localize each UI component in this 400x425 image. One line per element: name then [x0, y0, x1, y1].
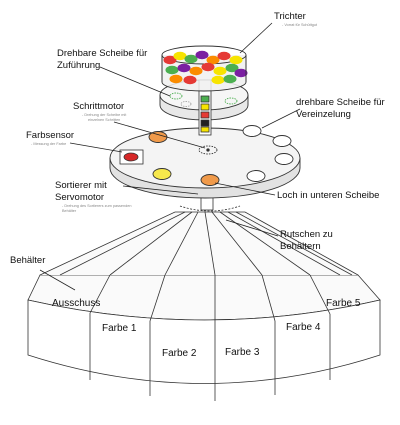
label-zufuehrung-1: Drehbare Scheibe für	[57, 48, 148, 59]
bins-group	[27, 274, 381, 401]
note-sortierer-1: - Drehung des Sortierers zum passenden	[62, 204, 132, 208]
color-sensor	[119, 149, 144, 165]
bins-front-face	[27, 299, 381, 384]
upper-disk-slot	[224, 97, 238, 105]
hopper-candy	[165, 65, 179, 75]
hole-empty	[242, 125, 262, 137]
tube-candy	[200, 119, 210, 127]
hopper-candy	[184, 54, 198, 64]
hopper-candies	[163, 50, 248, 85]
tube-candy	[200, 111, 210, 119]
hopper-candy	[213, 66, 227, 76]
stepper-motor-shaft	[198, 145, 218, 155]
leader-lines	[39, 22, 301, 291]
leader-trichter	[239, 22, 273, 54]
chutes-group	[39, 211, 359, 276]
hole-empty	[272, 135, 292, 147]
hopper-candy	[225, 63, 239, 73]
hole-empty	[274, 153, 294, 165]
hole-orange-front	[200, 174, 220, 186]
hopper-candy	[163, 55, 177, 65]
note-sortierer-2: Behälter	[62, 209, 77, 213]
note-trichter: - Vorrat für Schüttgut	[282, 23, 318, 27]
label-sortierer-2: Servomotor	[55, 192, 105, 203]
label-sortierer-1: Sortierer mit	[55, 180, 107, 191]
label-vereinzelung-2: Vereinzelung	[296, 109, 351, 120]
sorter-rotation-arrow	[179, 205, 241, 212]
bin-top-divider	[309, 274, 331, 315]
hopper-candy	[173, 51, 187, 61]
shaft-center	[206, 148, 210, 152]
hopper-candy	[169, 74, 183, 84]
color-sensor-red-dot	[123, 152, 139, 162]
lower-disk	[109, 125, 301, 199]
label-zufuehrung-2: Zuführung	[57, 60, 101, 71]
chute-line	[164, 211, 199, 276]
hopper-candy	[217, 51, 231, 61]
hopper-candy	[177, 63, 191, 73]
hopper-candy	[183, 75, 197, 85]
label-rutschen-2: Behältern	[280, 241, 321, 252]
hopper-candy	[223, 74, 237, 84]
chute-line	[227, 211, 341, 276]
bin-top-divider	[89, 274, 111, 314]
hopper-candy	[234, 68, 248, 78]
leader-schrittmotor	[113, 121, 206, 149]
upper-disk-slot	[180, 101, 192, 107]
leader-zufuehrung	[99, 66, 171, 97]
chute-line	[109, 211, 193, 276]
chute-fan-outline	[39, 211, 359, 276]
tube-candy	[200, 95, 210, 103]
label-trichter: Trichter	[274, 11, 306, 22]
bin-top-divider	[149, 274, 166, 322]
leader-vereinzelung	[261, 108, 301, 129]
hopper-candy	[229, 55, 243, 65]
tube-candy	[200, 126, 210, 133]
hopper-candy	[201, 62, 215, 72]
hole-yellow	[152, 168, 172, 180]
label-rutschen-1: Rutschen zu	[280, 229, 333, 240]
drop-tube	[198, 79, 212, 136]
hopper-front	[161, 55, 247, 82]
label-schrittmotor: Schrittmotor	[73, 101, 125, 112]
leader-rutschen	[225, 219, 279, 237]
tube-candy	[200, 103, 210, 111]
bin-label-farbe-4: Farbe 4	[286, 322, 321, 333]
bin-label-ausschuss: Ausschuss	[52, 298, 101, 309]
bin-top-divider	[261, 274, 276, 322]
note-schrittmotor-1: - Drehung der Scheibe mit	[82, 113, 127, 117]
note-schrittmotor-2: einzelnen Schritten	[88, 118, 121, 122]
note-farbsensor: - Messung der Farbe	[31, 142, 67, 146]
label-farbsensor: Farbsensor	[26, 130, 75, 141]
upper-disk-slot	[169, 92, 183, 100]
chute-line	[204, 211, 216, 276]
leader-behaelter	[39, 269, 76, 291]
chute-line	[59, 211, 186, 276]
bin-label-farbe-5: Farbe 5	[326, 298, 361, 309]
chute-line	[235, 211, 353, 276]
label-loch: Loch in unteren Scheibe	[277, 190, 380, 201]
label-vereinzelung-1: drehbare Scheibe für	[296, 97, 385, 108]
hole-empty	[246, 170, 266, 182]
bin-label-farbe-1: Farbe 1	[102, 323, 137, 334]
leader-sortierer	[122, 185, 199, 195]
bin-label-farbe-2: Farbe 2	[162, 348, 197, 359]
leader-farbsensor	[69, 142, 123, 153]
hopper-candy	[211, 75, 225, 85]
bin-label-farbe-3: Farbe 3	[225, 347, 260, 358]
leader-loch	[214, 182, 276, 196]
chute-line	[211, 211, 263, 276]
hopper-candy	[206, 55, 220, 65]
hopper-candy	[195, 50, 209, 60]
label-behaelter: Behälter	[10, 255, 46, 266]
hopper-candy	[189, 66, 203, 76]
